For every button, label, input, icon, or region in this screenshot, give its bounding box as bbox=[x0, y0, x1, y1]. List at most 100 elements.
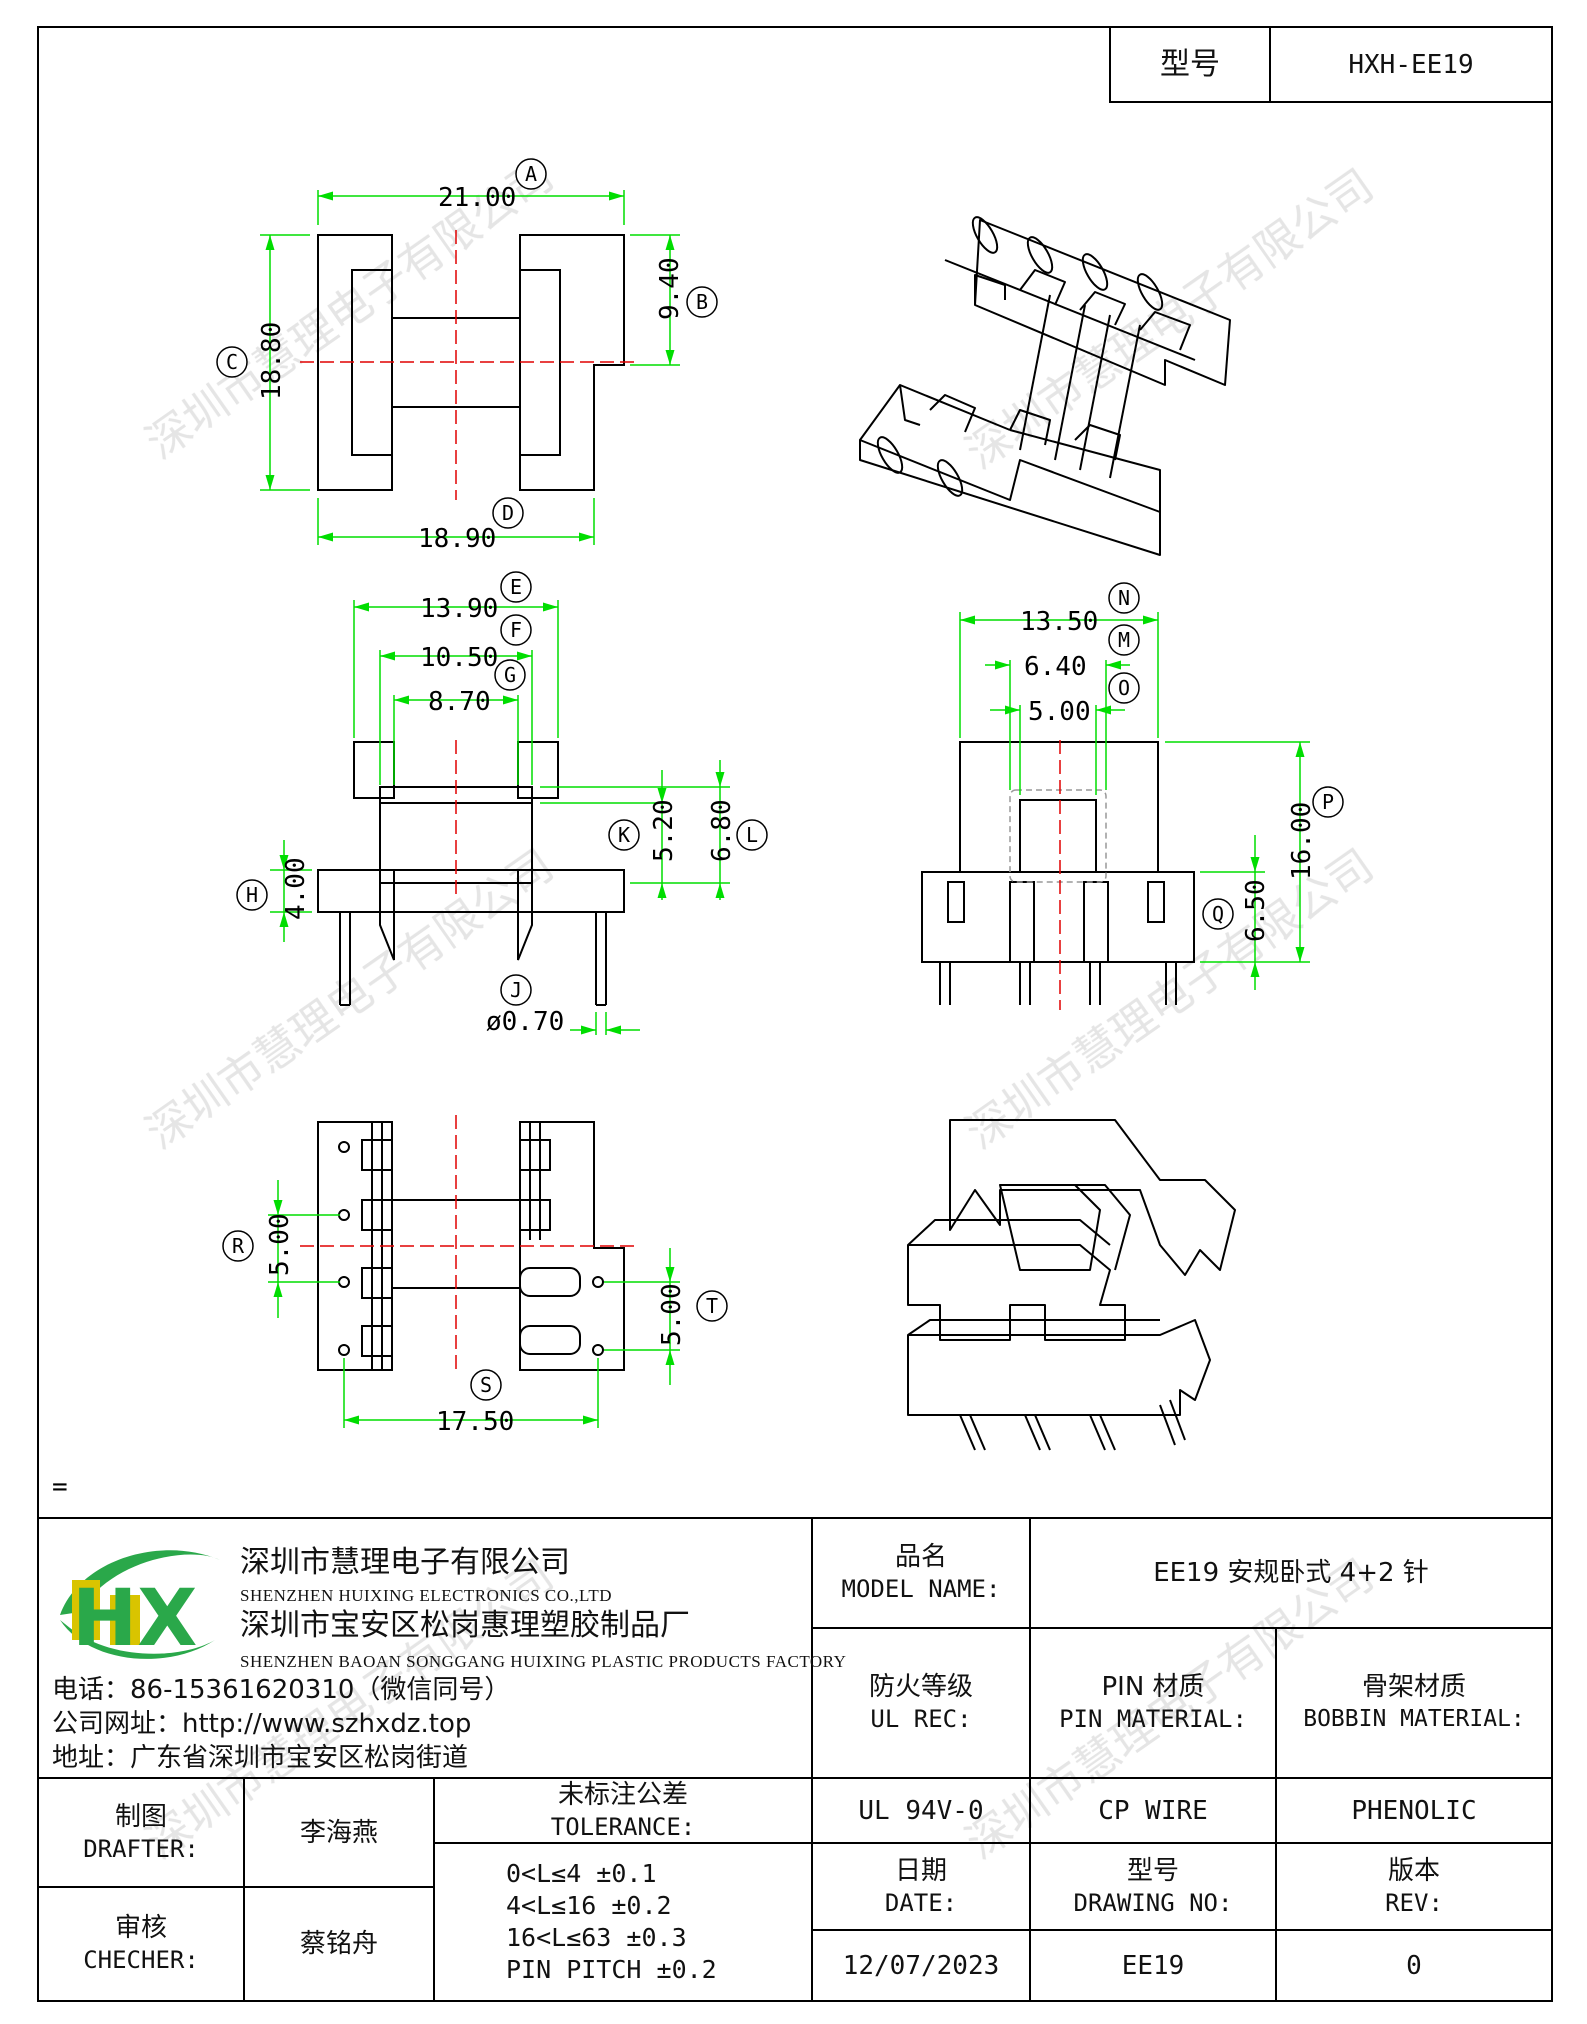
svg-text:L: L bbox=[746, 823, 758, 847]
model-name-value: EE19 安规卧式 4+2 针 bbox=[1153, 1558, 1429, 1588]
dim-L: 6.80 bbox=[707, 799, 737, 862]
dimension-markers bbox=[216, 158, 1344, 1401]
checker-label-en: CHECHER: bbox=[83, 1946, 199, 1974]
dim-F: 10.50 bbox=[420, 643, 498, 673]
date-label-en: DATE: bbox=[884, 1888, 958, 1917]
svg-text:N: N bbox=[1118, 586, 1130, 610]
isometric-view-2 bbox=[907, 1119, 1236, 1451]
company-website[interactable]: 公司网址：http://www.szhxdz.top bbox=[52, 1709, 472, 1739]
logo-text: HX bbox=[72, 1574, 197, 1664]
date-value: 12/07/2023 bbox=[842, 1950, 1000, 1981]
svg-text:P: P bbox=[1322, 790, 1334, 814]
svg-text:F: F bbox=[510, 618, 522, 642]
date-label: 日期 DATE: bbox=[812, 1843, 1030, 1930]
top-view-centerlines bbox=[300, 230, 640, 500]
drafter-label: 制图 DRAFTER: bbox=[38, 1778, 244, 1887]
checker-label-cn: 审核 bbox=[114, 1913, 167, 1943]
dim-H: 4.00 bbox=[281, 857, 311, 920]
dim-E: 13.90 bbox=[420, 594, 498, 624]
dim-Q: 6.50 bbox=[1241, 879, 1271, 942]
dim-O: 5.00 bbox=[1028, 697, 1091, 727]
company-phone: 电话：86-15361620310（微信同号） bbox=[52, 1675, 511, 1705]
factory-name-en: SHENZHEN BAOAN SONGGANG HUIXING PLASTIC … bbox=[240, 1652, 847, 1671]
rev-label-en: REV: bbox=[1385, 1888, 1443, 1917]
dim-G: 8.70 bbox=[428, 687, 491, 717]
bobbin-material-value: PHENOLIC bbox=[1351, 1795, 1477, 1826]
dim-J: ø0.70 bbox=[486, 1007, 564, 1037]
tolerance-line-2: 4<L≤16 ±0.2 bbox=[506, 1891, 672, 1920]
model-name-label-en: MODEL NAME: bbox=[841, 1575, 1001, 1603]
bobbin-material-label-en: BOBBIN MATERIAL: bbox=[1303, 1706, 1525, 1732]
bobbin-material-label-cn: 骨架材质 bbox=[1361, 1672, 1466, 1702]
drawing-no-label-cn: 型号 bbox=[1126, 1855, 1179, 1886]
svg-text:C: C bbox=[226, 350, 238, 374]
model-name-label: 品名 MODEL NAME: bbox=[812, 1518, 1030, 1628]
rev-value: 0 bbox=[1406, 1950, 1422, 1981]
bobbin-material-label: 骨架材质 BOBBIN MATERIAL: bbox=[1276, 1628, 1552, 1778]
checker-label: 审核 CHECHER: bbox=[38, 1887, 244, 2001]
drawing-note: = bbox=[52, 1472, 68, 1502]
svg-text:Q: Q bbox=[1212, 902, 1224, 926]
factory-name-cn: 深圳市宝安区松岗惠理塑胶制品厂 bbox=[240, 1608, 690, 1643]
drafter-name: 李海燕 bbox=[299, 1817, 378, 1848]
svg-text:E: E bbox=[510, 575, 522, 599]
svg-text:G: G bbox=[504, 663, 516, 687]
tolerance-label-en: TOLERANCE: bbox=[550, 1812, 696, 1841]
model-name-label-cn: 品名 bbox=[894, 1542, 947, 1572]
svg-text:R: R bbox=[232, 1234, 245, 1258]
rev-label-cn: 版本 bbox=[1387, 1855, 1440, 1886]
drawing-no-value: EE19 bbox=[1121, 1950, 1185, 1981]
fire-rating-value: UL 94V-0 bbox=[858, 1795, 984, 1826]
tolerance-label: 未标注公差 TOLERANCE: bbox=[434, 1778, 812, 1843]
dim-N: 13.50 bbox=[1020, 607, 1098, 637]
side-view bbox=[921, 741, 1195, 1005]
svg-text:M: M bbox=[1118, 628, 1130, 652]
dim-C: 18.80 bbox=[257, 322, 287, 400]
dim-M: 6.40 bbox=[1024, 652, 1087, 682]
company-name-cn: 深圳市慧理电子有限公司 bbox=[240, 1545, 570, 1580]
tolerance-label-cn: 未标注公差 bbox=[557, 1779, 688, 1810]
drafter-label-cn: 制图 bbox=[114, 1801, 167, 1832]
dim-A: 21.00 bbox=[438, 183, 516, 213]
fire-rating-label: 防火等级 UL REC: bbox=[812, 1628, 1030, 1778]
drafter-label-en: DRAFTER: bbox=[83, 1834, 199, 1863]
svg-text:A: A bbox=[525, 162, 537, 186]
company-name-en: SHENZHEN HUIXING ELECTRONICS CO.,LTD bbox=[240, 1586, 612, 1605]
svg-text:T: T bbox=[706, 1294, 718, 1318]
dimension-lines bbox=[260, 190, 1310, 1428]
svg-text:S: S bbox=[480, 1373, 492, 1397]
dim-R: 5.00 bbox=[265, 1213, 295, 1276]
pin-material-label-en: PIN MATERIAL: bbox=[1059, 1705, 1247, 1733]
dim-D: 18.90 bbox=[418, 524, 496, 554]
svg-text:H: H bbox=[246, 883, 258, 907]
drawing-no-label-en: DRAWING NO: bbox=[1073, 1888, 1233, 1917]
dim-B: 9.40 bbox=[655, 257, 685, 320]
svg-text:O: O bbox=[1118, 676, 1130, 700]
svg-text:D: D bbox=[502, 501, 514, 525]
dim-K: 5.20 bbox=[649, 799, 679, 862]
date-label-cn: 日期 bbox=[894, 1855, 947, 1886]
frame bbox=[37, 26, 1553, 2002]
svg-text:K: K bbox=[618, 823, 630, 847]
isometric-view-1 bbox=[859, 216, 1231, 556]
tolerance-line-3: 16<L≤63 ±0.3 bbox=[506, 1923, 687, 1952]
fire-rating-label-en: UL REC: bbox=[870, 1705, 972, 1733]
rev-label: 版本 REV: bbox=[1276, 1843, 1552, 1930]
dim-S: 17.50 bbox=[436, 1407, 514, 1437]
pin-material-label: PIN 材质 PIN MATERIAL: bbox=[1030, 1628, 1276, 1778]
pin-material-label-cn: PIN 材质 bbox=[1101, 1672, 1205, 1702]
dim-T: 5.00 bbox=[657, 1283, 687, 1346]
watermark-2: 深圳市慧理电子有限公司 bbox=[957, 160, 1383, 479]
svg-text:B: B bbox=[696, 290, 708, 314]
tolerance-line-1: 0<L≤4 ±0.1 bbox=[506, 1859, 657, 1888]
header-type-value: HXH-EE19 bbox=[1348, 49, 1474, 80]
drawing-no-label: 型号 DRAWING NO: bbox=[1030, 1843, 1276, 1930]
dim-P: 16.00 bbox=[1287, 802, 1317, 880]
svg-text:J: J bbox=[510, 978, 522, 1002]
header-type-label: 型号 bbox=[1160, 46, 1220, 82]
company-logo: HX bbox=[60, 1550, 220, 1664]
tolerance-line-4: PIN PITCH ±0.2 bbox=[506, 1955, 717, 1984]
pin-material-value: CP WIRE bbox=[1098, 1795, 1208, 1826]
